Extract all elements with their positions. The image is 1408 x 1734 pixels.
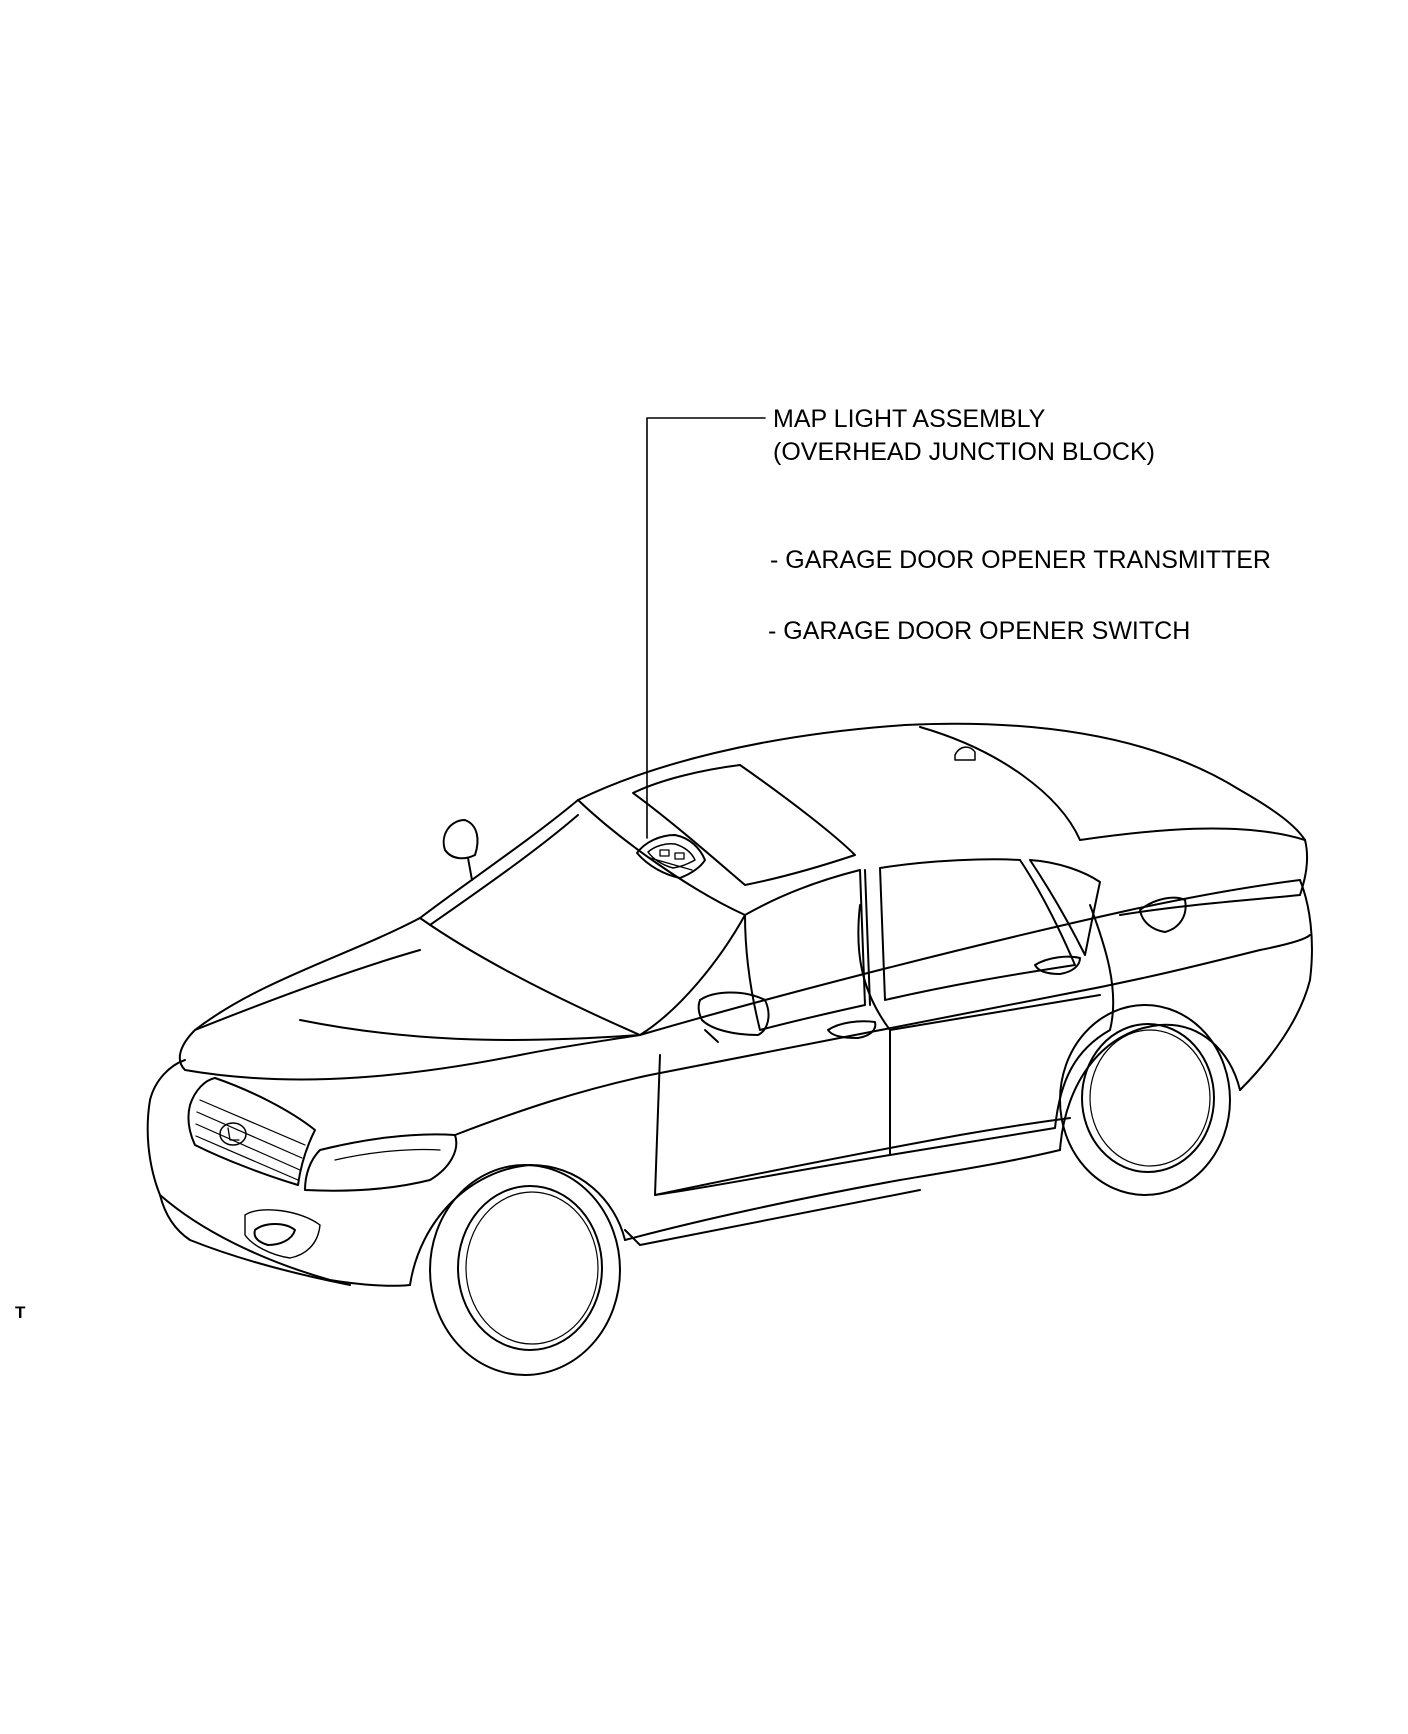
windshield-inner (430, 815, 578, 925)
front-tire (430, 1165, 620, 1375)
front-rim (458, 1186, 602, 1350)
rear-rim-inner (1090, 1030, 1210, 1166)
rear-rim (1082, 1024, 1214, 1172)
front-rim-inner (466, 1192, 598, 1344)
rear-side-window (880, 859, 1075, 1000)
quarter-window (1030, 860, 1100, 955)
front-side-window (745, 870, 865, 1030)
fog-light-housing (245, 1210, 320, 1258)
garage-door-opener-switch-label: - GARAGE DOOR OPENER SWITCH (768, 617, 1191, 645)
right-mirror (699, 993, 769, 1036)
front-door (655, 905, 890, 1195)
side-trim-line (655, 1118, 1070, 1195)
bumper-lower-lip (160, 1195, 350, 1285)
hood-crease (300, 1020, 640, 1040)
garage-door-opener-transmitter-label: - GARAGE DOOR OPENER TRANSMITTER (770, 546, 1271, 574)
rear-door (890, 905, 1113, 1155)
body-side-upper (455, 950, 1260, 1135)
rear-trunk-upper (1080, 828, 1305, 840)
beltline (640, 880, 1300, 1035)
map-light-assembly-label: MAP LIGHT ASSEMBLY (773, 405, 1046, 433)
b-pillar (865, 870, 870, 1005)
headlight (305, 1134, 456, 1190)
fuel-door (1140, 898, 1186, 932)
corner-mark: T (15, 1303, 26, 1322)
left-mirror (444, 820, 478, 858)
sunroof (633, 765, 855, 885)
rear-tire (1060, 1005, 1230, 1195)
rocker-lower (625, 1190, 920, 1245)
rear-door-handle (1035, 957, 1080, 974)
overhead-junction-block-label: (OVERHEAD JUNCTION BLOCK) (773, 438, 1155, 466)
right-mirror-stem (705, 1030, 718, 1042)
roof-right-line (920, 727, 1080, 840)
roof-outline (578, 724, 1305, 840)
hood-center-line (195, 950, 420, 1030)
front-grille (188, 1078, 315, 1185)
rocker-panel (625, 1150, 1060, 1240)
front-door-handle (828, 1021, 875, 1038)
door-belt (890, 995, 1100, 1030)
headlight-inner (335, 1149, 440, 1160)
rear-deck-line (1120, 840, 1307, 915)
front-bumper (148, 1100, 410, 1286)
fog-light (255, 1224, 295, 1245)
front-wheel-arch (410, 1165, 625, 1285)
windshield (420, 800, 745, 1035)
map-light-assembly (637, 835, 705, 878)
left-mirror-stem (468, 858, 472, 880)
front-bumper-upper (150, 1060, 185, 1100)
hood (180, 918, 640, 1079)
rear-quarter (1240, 880, 1312, 1090)
leader-line (647, 418, 765, 838)
rear-bumper (1260, 935, 1310, 950)
antenna (955, 747, 975, 760)
